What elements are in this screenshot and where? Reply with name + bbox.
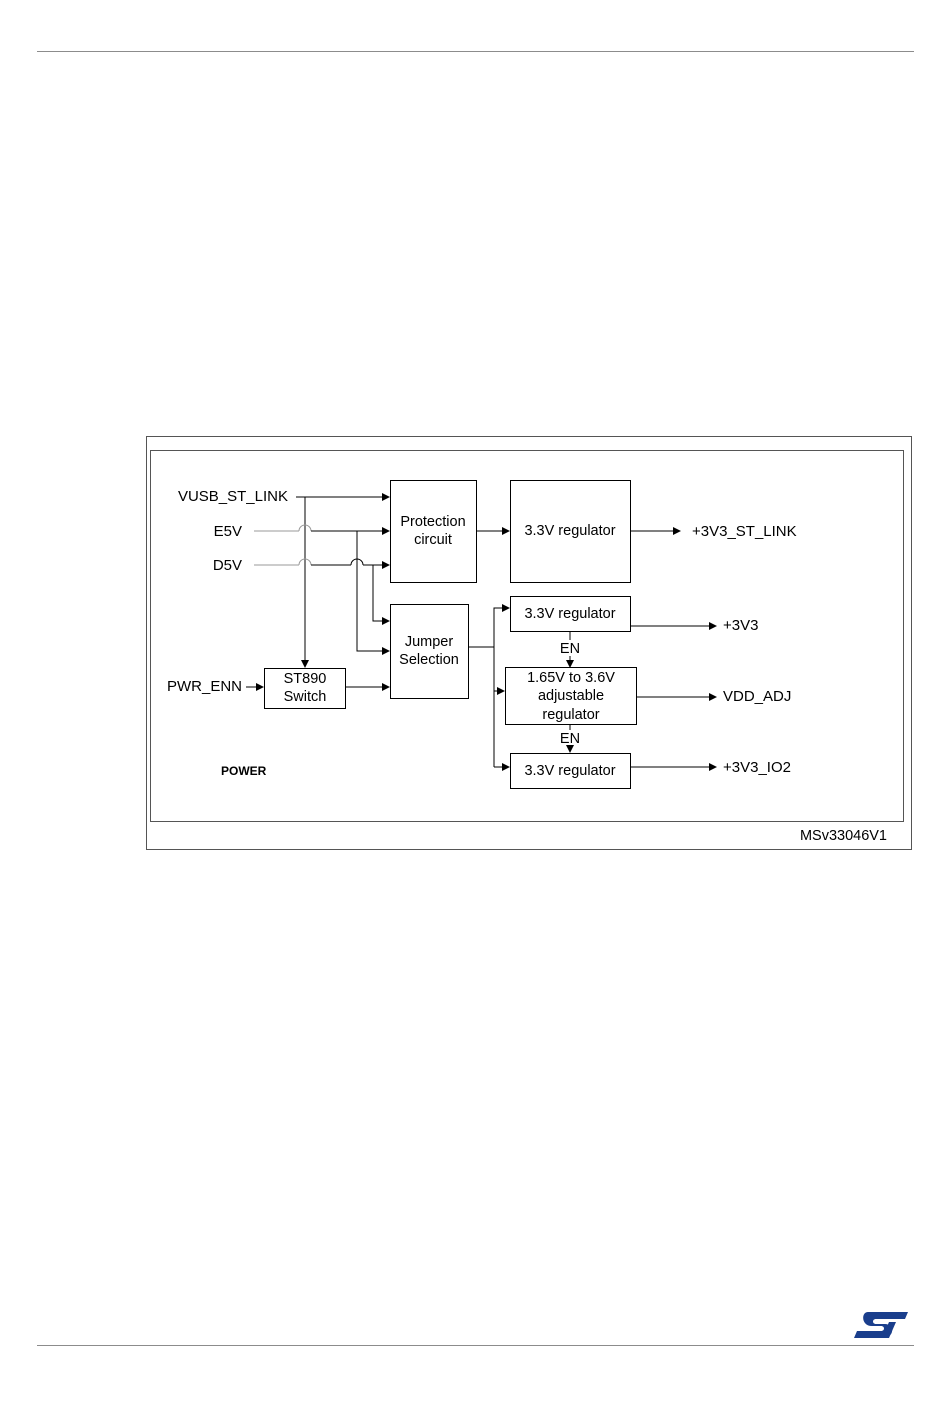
output-label-stlink: +3V3_ST_LINK	[692, 523, 797, 540]
st-logo-icon	[854, 1312, 908, 1338]
enable-label: EN	[560, 731, 580, 747]
adjustable-regulator-label: 1.65V to 3.6V	[527, 670, 615, 686]
input-label-vusb: VUSB_ST_LINK	[178, 488, 288, 505]
figure-id: MSv33046V1	[800, 828, 887, 844]
protection-circuit-label: circuit	[414, 532, 452, 548]
output-label-vdd-adj: VDD_ADJ	[723, 688, 791, 705]
st-link-regulator-label: 3.3V regulator	[524, 523, 615, 539]
jumper-selection-label: Selection	[399, 652, 459, 668]
st890-switch-label: Switch	[284, 689, 327, 705]
input-label-e5v: E5V	[214, 523, 242, 540]
adjustable-regulator-label: regulator	[542, 707, 599, 723]
st890-switch-label: ST890	[284, 671, 327, 687]
adjustable-regulator-label: adjustable	[538, 688, 604, 704]
io2-regulator-label: 3.3V regulator	[524, 763, 615, 779]
input-label-pwr-enn: PWR_ENN	[167, 678, 242, 695]
input-label-d5v: D5V	[213, 557, 242, 574]
3v3-regulator-label: 3.3V regulator	[524, 606, 615, 622]
enable-label: EN	[560, 641, 580, 657]
protection-circuit-label: Protection	[400, 514, 465, 530]
output-label-3v3: +3V3	[723, 617, 758, 634]
jumper-selection-label: Jumper	[405, 634, 454, 650]
output-label-io2: +3V3_IO2	[723, 759, 791, 776]
wires	[246, 497, 716, 767]
section-label: POWER	[221, 764, 267, 778]
